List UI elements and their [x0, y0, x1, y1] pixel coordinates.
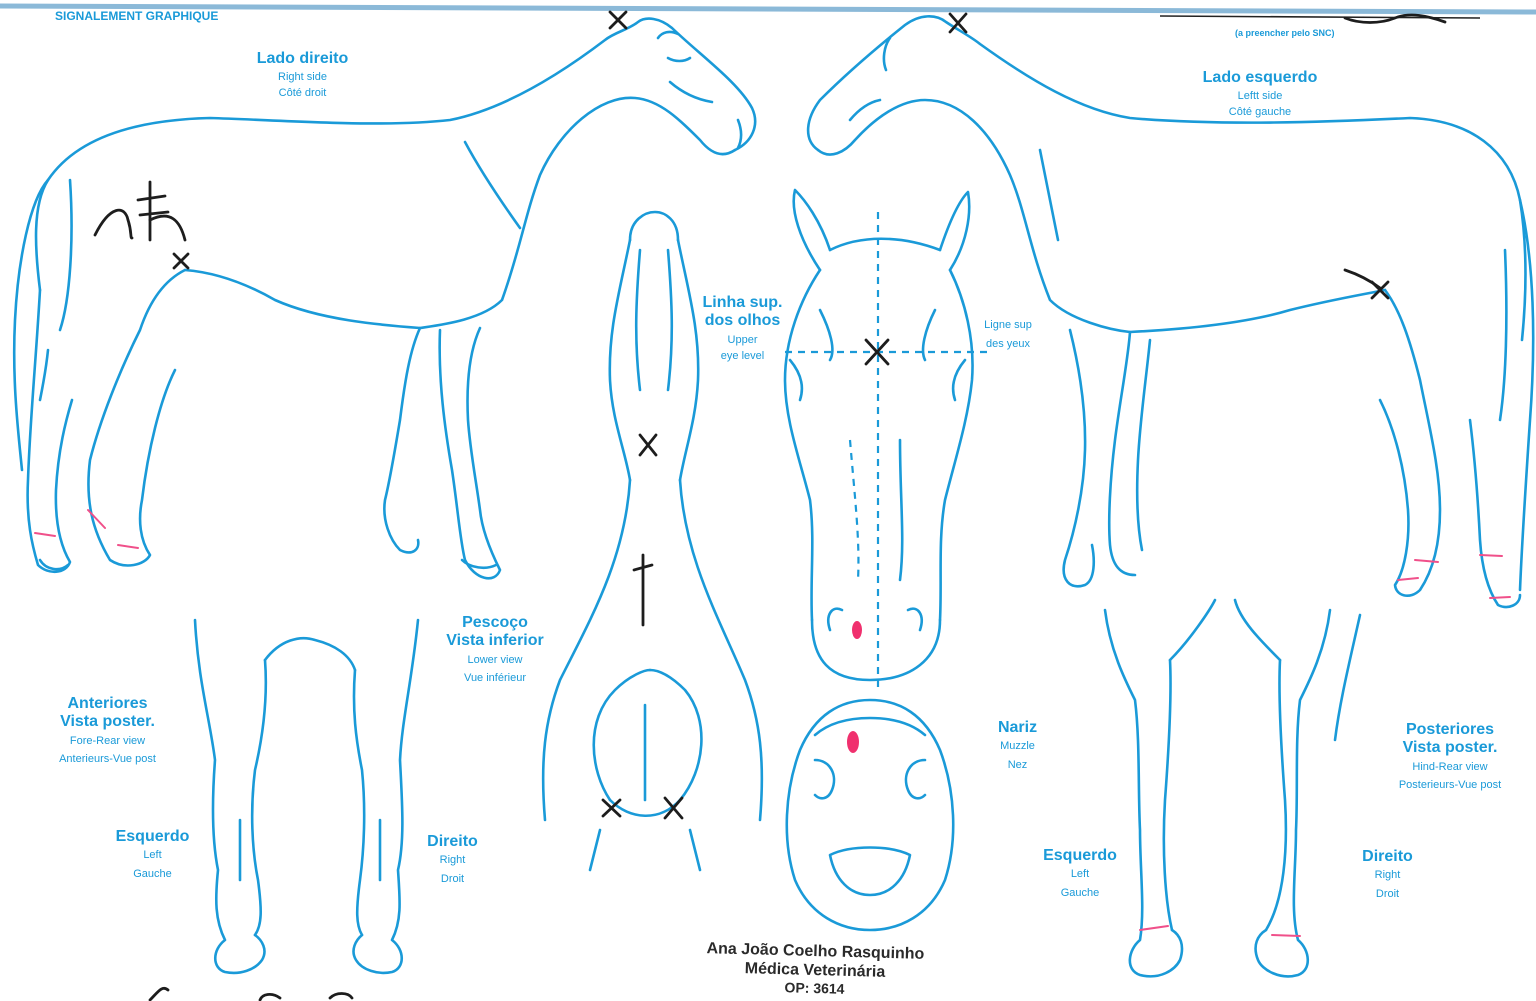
label-muzzle: Nariz Muzzle Nez	[980, 719, 1055, 772]
neck-markings	[603, 435, 682, 818]
label-right-side-en: Right side	[230, 71, 375, 84]
label-right-side-title: Lado direito	[230, 50, 375, 68]
label-right-side-fr: Côté droit	[230, 87, 375, 100]
label-fore-left-title: Esquerdo	[105, 828, 200, 846]
head-front-view-outline	[785, 190, 990, 690]
label-fore-left: Esquerdo Left Gauche	[105, 828, 200, 881]
label-eye-line-en2: eye level	[690, 350, 795, 363]
label-neck: Pescoço Vista inferior Lower view Vue in…	[425, 614, 565, 685]
muzzle-outline	[787, 700, 953, 930]
label-neck-fr: Vue inférieur	[425, 672, 565, 685]
signature-scribble	[150, 15, 1445, 1000]
label-fore-rear-en: Fore-Rear view	[30, 735, 185, 748]
label-fore-rear-fr: Anterieurs-Vue post	[30, 753, 185, 766]
label-muzzle-fr: Nez	[980, 759, 1055, 772]
label-fore-right: Direito Right Droit	[415, 833, 490, 886]
label-eye-line-fr1: Ligne sup	[968, 319, 1048, 332]
form-title: SIGNALEMENT GRAPHIQUE	[55, 9, 218, 23]
label-fore-left-fr: Gauche	[105, 868, 200, 881]
label-fore-rear: Anteriores Vista poster. Fore-Rear view …	[30, 695, 185, 766]
hind-legs-rear-view-outline	[1105, 600, 1360, 976]
label-hind-right-en: Right	[1350, 869, 1425, 882]
label-left-side-title: Lado esquerdo	[1185, 69, 1335, 87]
label-neck-title1: Pescoço	[425, 614, 565, 632]
label-eye-line-fr: Ligne sup des yeux	[968, 316, 1048, 350]
form-note: (a preencher pelo SNC)	[1235, 28, 1335, 38]
label-eye-line-title1: Linha sup.	[690, 294, 795, 312]
label-fore-left-en: Left	[105, 849, 200, 862]
label-muzzle-en: Muzzle	[980, 740, 1055, 753]
fore-legs-rear-view-outline	[195, 620, 418, 973]
label-right-side: Lado direito Right side Côté droit	[230, 50, 375, 100]
label-fore-rear-title2: Vista poster.	[30, 713, 185, 731]
label-muzzle-title: Nariz	[980, 719, 1055, 737]
horse-left-side-outline	[808, 16, 1533, 607]
horse-right-side-outline	[14, 19, 755, 579]
label-hind-rear-title2: Vista poster.	[1370, 739, 1530, 757]
label-neck-title2: Vista inferior	[425, 632, 565, 650]
label-eye-line-fr2: des yeux	[968, 338, 1048, 351]
label-hind-left-fr: Gauche	[1030, 887, 1130, 900]
label-hind-rear-title1: Posteriores	[1370, 721, 1530, 739]
label-hind-rear-en: Hind-Rear view	[1370, 761, 1530, 774]
label-left-side: Lado esquerdo Leftt side Côté gauche	[1185, 69, 1335, 119]
label-fore-right-title: Direito	[415, 833, 490, 851]
page-top-edge	[0, 6, 1536, 12]
label-hind-rear: Posteriores Vista poster. Hind-Rear view…	[1370, 721, 1530, 792]
label-hind-left-en: Left	[1030, 868, 1130, 881]
label-eye-line-en1: Upper	[690, 334, 795, 347]
veterinarian-stamp: Ana João Coelho Rasquinho Médica Veterin…	[679, 938, 950, 1000]
label-eye-line: Linha sup. dos olhos Upper eye level	[690, 294, 795, 363]
label-fore-right-en: Right	[415, 854, 490, 867]
label-fore-rear-title1: Anteriores	[30, 695, 185, 713]
label-hind-rear-fr: Posterieurs-Vue post	[1370, 779, 1530, 792]
label-hind-right: Direito Right Droit	[1350, 848, 1425, 901]
label-left-side-fr: Côté gauche	[1185, 106, 1335, 119]
label-hind-left: Esquerdo Left Gauche	[1030, 847, 1130, 900]
label-hind-right-fr: Droit	[1350, 888, 1425, 901]
head-markings	[852, 340, 888, 639]
label-eye-line-title2: dos olhos	[690, 312, 795, 330]
label-left-side-en: Leftt side	[1185, 90, 1335, 103]
label-neck-en: Lower view	[425, 654, 565, 667]
label-hind-left-title: Esquerdo	[1030, 847, 1130, 865]
label-fore-right-fr: Droit	[415, 873, 490, 886]
label-hind-right-title: Direito	[1350, 848, 1425, 866]
